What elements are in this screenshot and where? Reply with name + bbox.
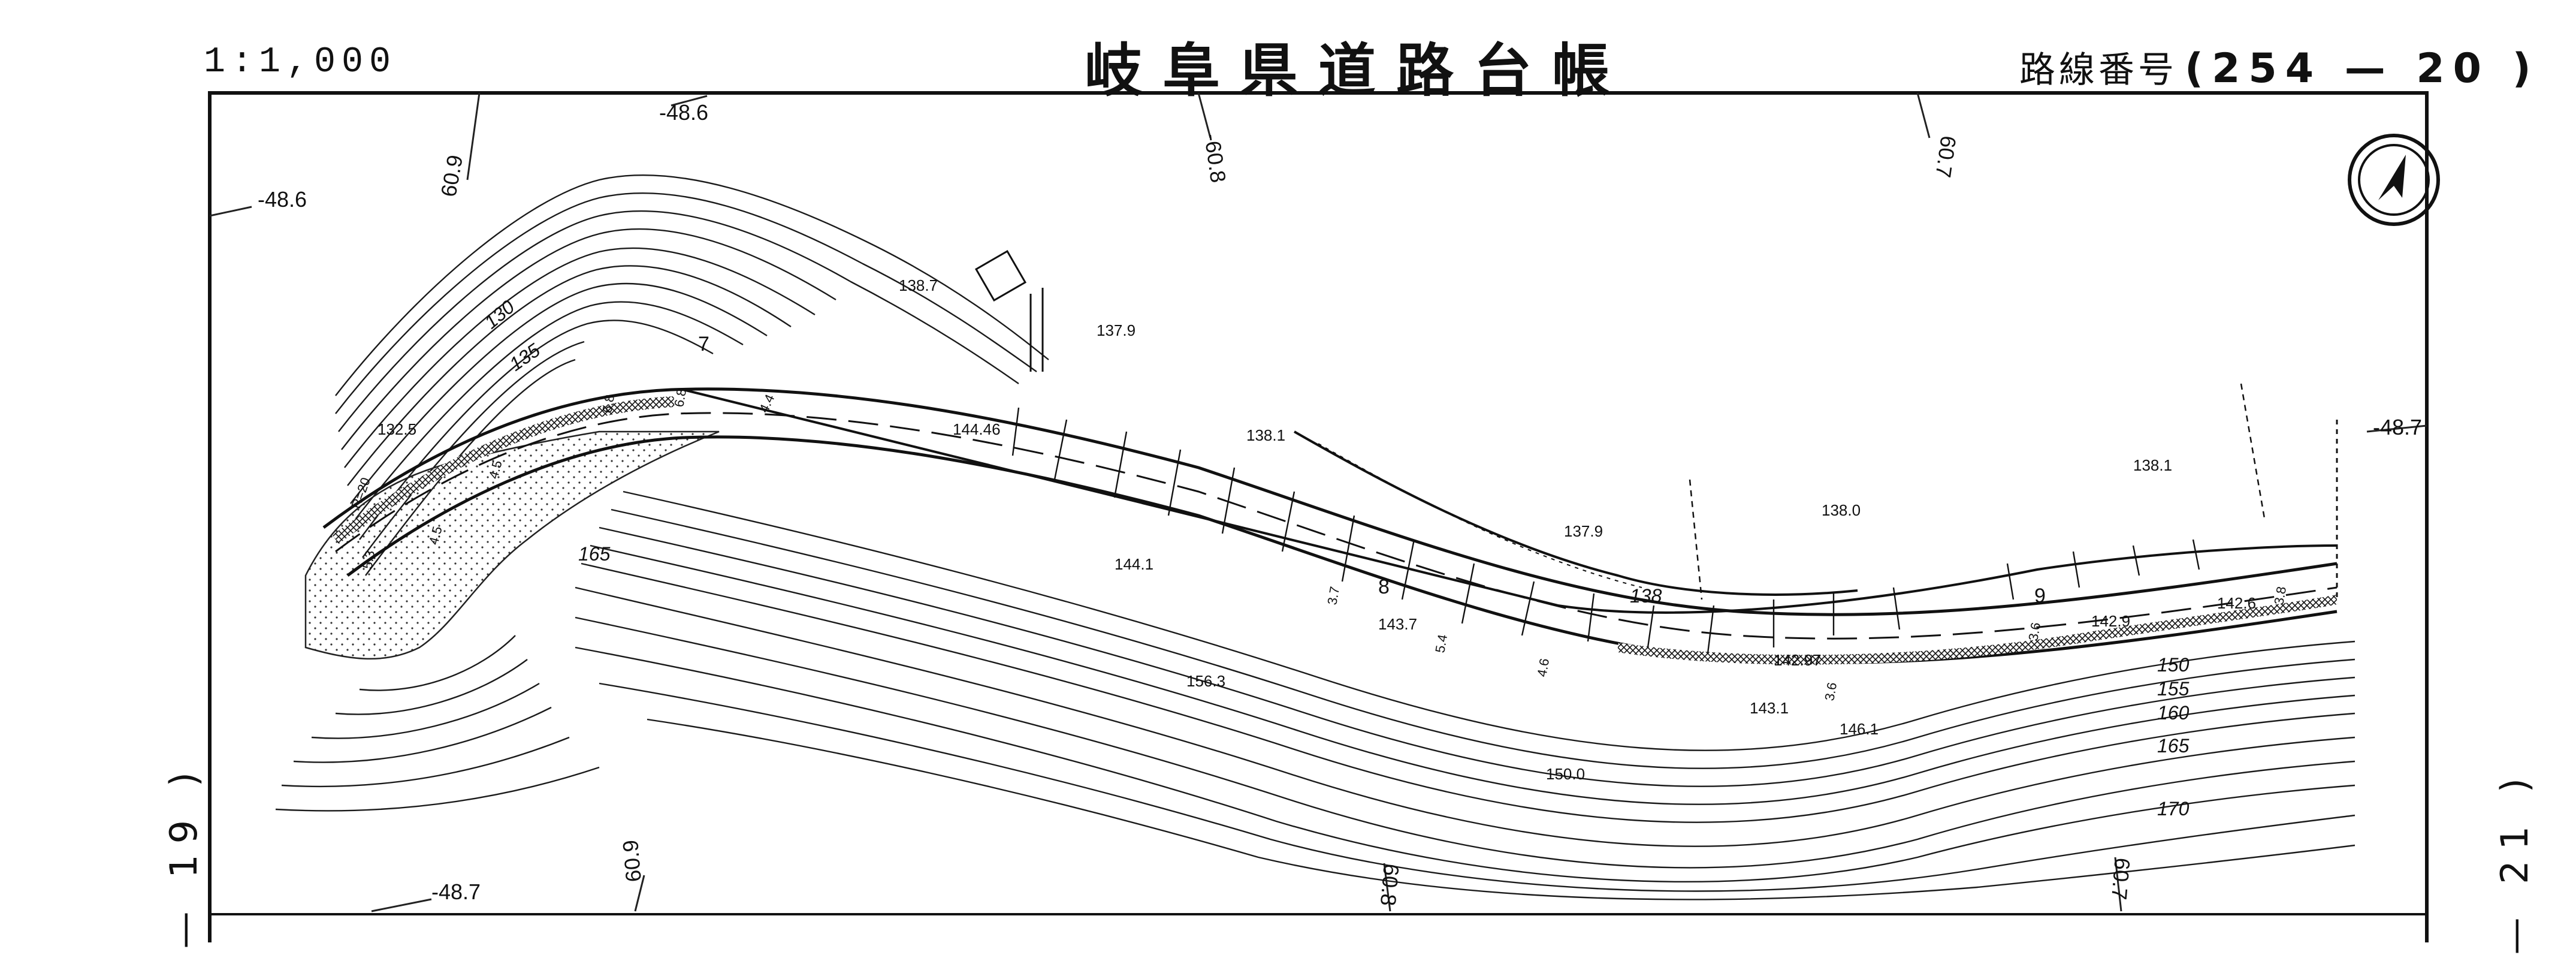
route-label: 路線番号 <box>2019 49 2178 91</box>
map-scale: 1:1,000 <box>204 42 397 83</box>
width-label: 3.6 <box>1822 681 1840 701</box>
station-mark: 8 <box>1378 576 1390 598</box>
contour-label: 170 <box>2157 798 2190 820</box>
width-label: 6.8 <box>599 393 617 414</box>
hill-contours-upper <box>335 174 1049 576</box>
width-label: 4.6 <box>1534 657 1552 677</box>
grid-label-bottom-4: 60.7 <box>2107 857 2135 900</box>
spot-height: 138.0 <box>1822 501 1861 519</box>
road <box>322 288 2338 665</box>
contour-label: 150 <box>2157 654 2190 676</box>
spot-height: 144.1 <box>1115 555 1153 573</box>
spot-height: 132.5 <box>378 420 416 438</box>
width-label: 5.3 <box>360 549 378 570</box>
grid-label-left: -48.6 <box>258 187 307 212</box>
spot-height: 137.9 <box>1097 321 1136 339</box>
station-mark: 9 <box>2034 585 2046 607</box>
grid-label-bottom-3: 60.8 <box>1376 863 1404 906</box>
contour-labels: 130 135 165 150 155 160 165 170 138 <box>480 296 2189 820</box>
fill-slope-area <box>304 430 720 660</box>
structure-symbol <box>974 249 1027 302</box>
spot-height: 144.46 <box>953 420 1001 438</box>
width-label: 6.8 <box>671 387 689 408</box>
grid-labels: -48.6 60.9 -60.8 60.7 -48.6 -48.7 -48.7 … <box>258 100 2422 907</box>
spot-height: 137.9 <box>1564 522 1603 540</box>
spot-height: 142.97 <box>1774 651 1822 669</box>
contour-label: 160 <box>2157 702 2190 724</box>
spot-height: 146.1 <box>1840 720 1879 738</box>
grid-label-bottom-1: -48.7 <box>431 879 481 904</box>
contour-label: 165 <box>2157 735 2190 757</box>
grid-ticks <box>209 92 2427 912</box>
grid-label-right: -48.7 <box>2373 415 2422 439</box>
spot-height: 138.1 <box>2133 456 2172 474</box>
spot-height: 143.1 <box>1750 699 1789 717</box>
contour-label: 155 <box>2157 678 2190 700</box>
width-label: 3.6 <box>2025 621 2043 641</box>
route-number-label: 路線番号(254 — 20 ) <box>2019 41 2539 93</box>
spot-height: 142.6 <box>2217 594 2256 612</box>
spot-height: 143.7 <box>1378 615 1417 633</box>
width-label: 3.8 <box>2271 585 2289 605</box>
grid-label-bottom-2: 60.9 <box>618 839 646 882</box>
slope-hachures <box>1011 407 2200 654</box>
spot-height: 138.7 <box>899 276 938 294</box>
width-label: 3.7 <box>1324 585 1342 605</box>
grid-label-top-1: -48.6 <box>659 100 708 125</box>
contour-label: 130 <box>480 296 518 333</box>
grid-label-top-2: 60.9 <box>436 153 468 198</box>
north-arrow-icon <box>2348 134 2440 226</box>
grid-label-top-3: -60.8 <box>1200 132 1231 184</box>
width-label: 5.4 <box>1432 633 1450 653</box>
slope-contours-lower <box>275 490 2355 900</box>
station-marks: 7 8 9 <box>698 333 2046 607</box>
spot-height: 138.1 <box>1246 426 1285 444</box>
spot-heights: 138.7 137.9 144.46 138.1 138.0 137.9 138… <box>378 276 2256 783</box>
route-number: (254 — 20 ) <box>2185 45 2539 92</box>
station-mark: 7 <box>698 333 709 356</box>
contour-label: 138 <box>1630 585 1662 607</box>
spot-height: 156.3 <box>1186 672 1225 690</box>
spot-height: 142.9 <box>2091 612 2130 630</box>
contour-label: 165 <box>578 543 611 565</box>
map-frame <box>208 91 2429 942</box>
spot-height: 150.0 <box>1546 765 1585 783</box>
grid-label-top-4: 60.7 <box>1931 134 1961 179</box>
